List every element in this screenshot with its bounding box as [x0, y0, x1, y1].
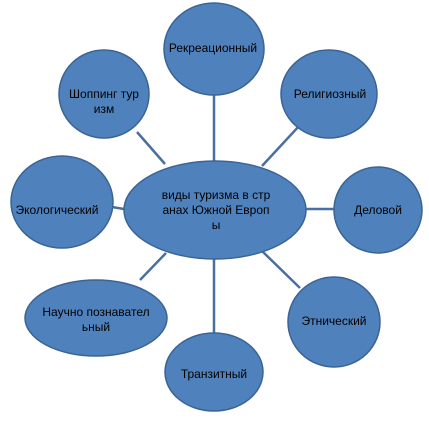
bubble-religious — [280, 49, 378, 139]
connector-religious — [261, 124, 301, 167]
connector-scientific — [139, 252, 167, 281]
bubble-scientific — [24, 279, 168, 357]
connector-ethnic — [261, 250, 301, 289]
bubble-business — [333, 166, 423, 254]
center-bubble — [123, 160, 307, 260]
bubble-ecological — [10, 155, 114, 249]
bubble-recreational — [163, 2, 265, 96]
connector-ecological — [111, 205, 125, 211]
bubble-shopping — [58, 49, 150, 139]
bubble-transit — [164, 332, 264, 412]
bubble-ethnic — [287, 276, 381, 368]
connector-shopping — [136, 131, 166, 165]
